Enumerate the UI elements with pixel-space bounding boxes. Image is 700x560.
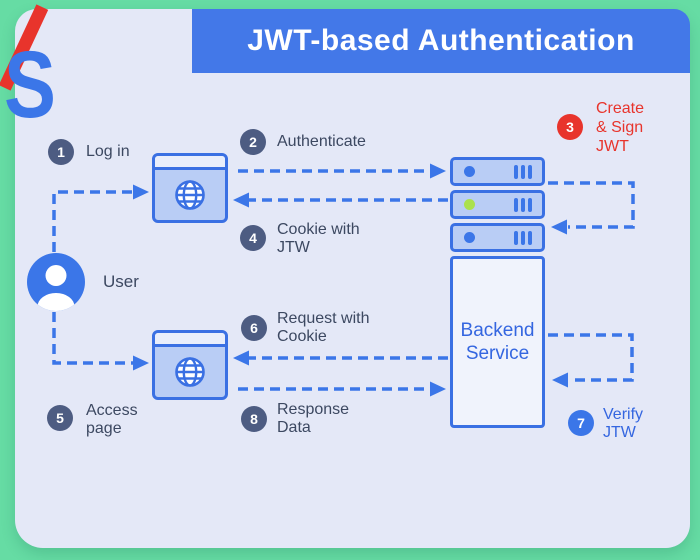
step-label-create-sign-jwt: Create & Sign JWT — [596, 100, 645, 155]
globe-icon — [175, 357, 205, 387]
step-label-verify-jwt: Verify JTW — [603, 406, 644, 441]
step-badge-8: 8 — [241, 406, 267, 432]
step-label-authenticate: Authenticate — [277, 133, 366, 150]
server-unit-icon — [450, 157, 545, 186]
server-vents-icon — [514, 164, 532, 179]
step-badge-6: 6 — [241, 315, 267, 341]
server-unit-icon — [450, 190, 545, 219]
browser-body — [155, 347, 225, 397]
server-vents-icon — [514, 197, 532, 212]
title-bar: JWT-based Authentication — [192, 9, 690, 73]
step-label-cookie-with-jwt: Cookie with JTW — [277, 221, 360, 256]
globe-icon — [175, 180, 205, 210]
backend-service-label: Backend Service — [460, 320, 535, 364]
server-led-blue — [464, 232, 475, 243]
server-unit-icon — [450, 223, 545, 252]
server-vents-icon — [514, 230, 532, 245]
step-badge-4: 4 — [240, 225, 266, 251]
browser-titlebar — [155, 333, 225, 347]
browser-window-icon-bottom — [152, 330, 228, 400]
page-title: JWT-based Authentication — [247, 24, 635, 57]
step-badge-3: 3 — [557, 114, 583, 140]
diagram-panel — [15, 9, 690, 548]
backend-service-box: Backend Service — [450, 256, 545, 428]
browser-body — [155, 170, 225, 220]
step-label-request-with-cookie: Request with Cookie — [277, 310, 370, 345]
step-badge-7: 7 — [568, 410, 594, 436]
step-label-response-data: Response Data — [277, 401, 350, 436]
person-icon — [37, 265, 75, 311]
browser-titlebar — [155, 156, 225, 170]
step-badge-5: 5 — [47, 405, 73, 431]
step-label-access-page: Access page — [86, 402, 138, 437]
server-led-green — [464, 199, 475, 210]
step-badge-1: 1 — [48, 139, 74, 165]
step-label-log-in: Log in — [86, 143, 130, 160]
server-led-blue — [464, 166, 475, 177]
browser-window-icon-top — [152, 153, 228, 223]
user-label: User — [103, 272, 139, 291]
logo-letter: S — [4, 32, 56, 138]
user-avatar-icon — [27, 253, 85, 311]
step-badge-2: 2 — [240, 129, 266, 155]
